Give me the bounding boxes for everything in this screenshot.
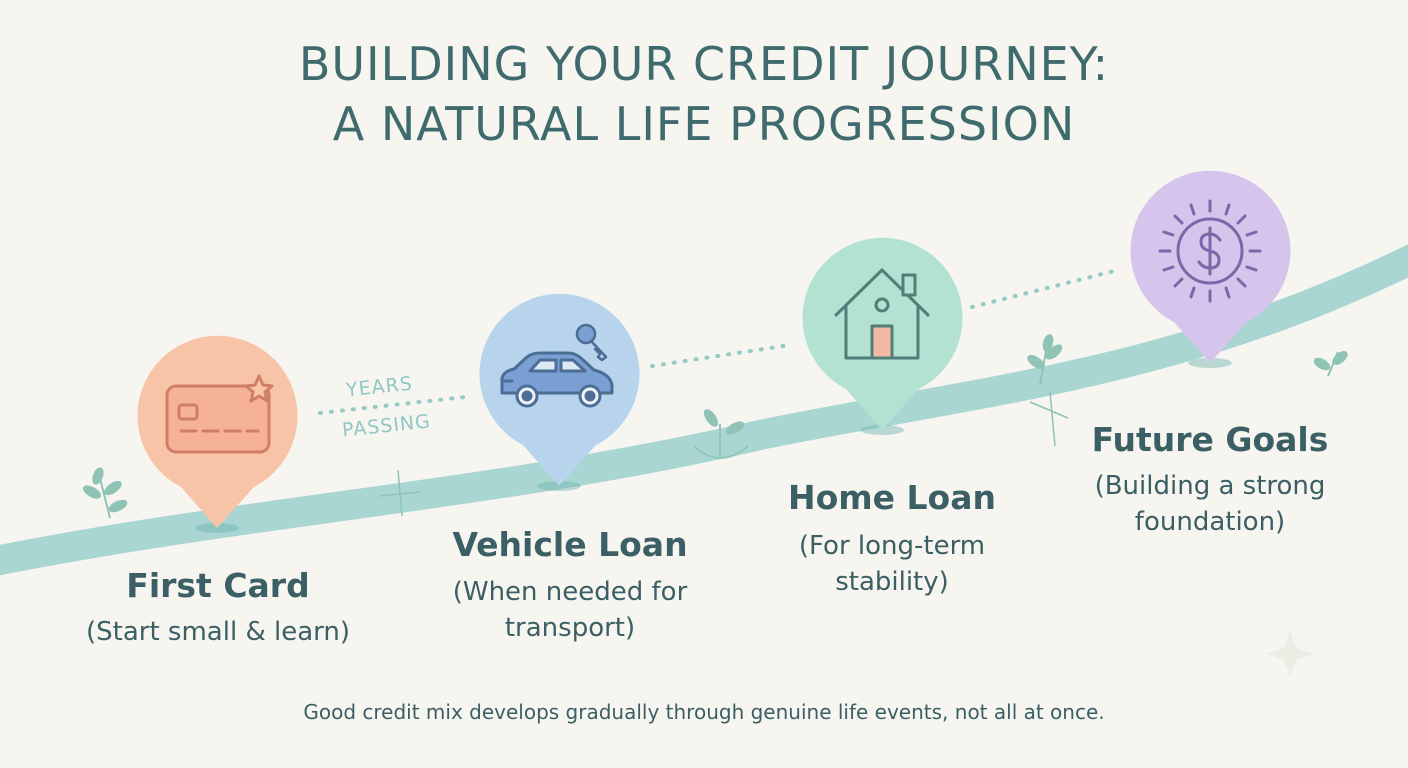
- step-desc-vehicle-loan: (When needed for transport): [420, 574, 720, 646]
- dollar-sun-icon: [1158, 199, 1262, 303]
- page-title-line-1: BUILDING YOUR CREDIT JOURNEY:: [298, 37, 1110, 91]
- step-title-vehicle-loan: Vehicle Loan: [452, 525, 688, 564]
- step-desc-line: stability): [835, 567, 949, 597]
- step-title-first-card: First Card: [126, 566, 310, 605]
- footer-caption: Good credit mix develops gradually throu…: [303, 700, 1105, 724]
- leaf-sprig-decoration-1: [82, 467, 128, 519]
- credit-card-icon: [165, 374, 274, 454]
- leaf-sprig-decoration-3: [1027, 334, 1069, 447]
- step-desc-future-goals: (Building a strong foundation): [1060, 468, 1360, 540]
- leaf-sprig-decoration-2: [693, 409, 749, 459]
- step-desc-line: (When needed for: [452, 577, 688, 607]
- pin-first-card: [137, 335, 298, 528]
- step-desc-line: (Building a strong: [1094, 471, 1326, 501]
- dotted-connector-2: [650, 343, 792, 368]
- pin-vehicle-loan: [479, 293, 640, 486]
- pin-future-goals: [1130, 170, 1291, 363]
- house-icon: [834, 268, 930, 360]
- page-title: BUILDING YOUR CREDIT JOURNEY: A NATURAL …: [0, 34, 1408, 154]
- compass-sparkle-decoration: [379, 469, 421, 517]
- step-desc-line: (Start small & learn): [86, 617, 350, 647]
- step-title-future-goals: Future Goals: [1091, 420, 1329, 459]
- pin-home-loan: [802, 237, 963, 430]
- car-icon: [500, 351, 614, 408]
- step-desc-first-card: (Start small & learn): [68, 614, 368, 650]
- sparkle-decoration: [1266, 630, 1314, 678]
- step-title-home-loan: Home Loan: [787, 478, 996, 517]
- step-desc-line: (For long-term: [798, 531, 986, 561]
- key-icon: [575, 323, 608, 362]
- step-desc-home-loan: (For long-term stability): [752, 528, 1032, 600]
- step-desc-line: foundation): [1134, 507, 1286, 537]
- dotted-connector-1: [318, 395, 467, 415]
- leaf-sprig-decoration-4: [1313, 351, 1348, 377]
- step-desc-line: transport): [504, 613, 636, 643]
- page-title-line-2: A NATURAL LIFE PROGRESSION: [332, 97, 1076, 151]
- dotted-connector-3: [970, 268, 1120, 309]
